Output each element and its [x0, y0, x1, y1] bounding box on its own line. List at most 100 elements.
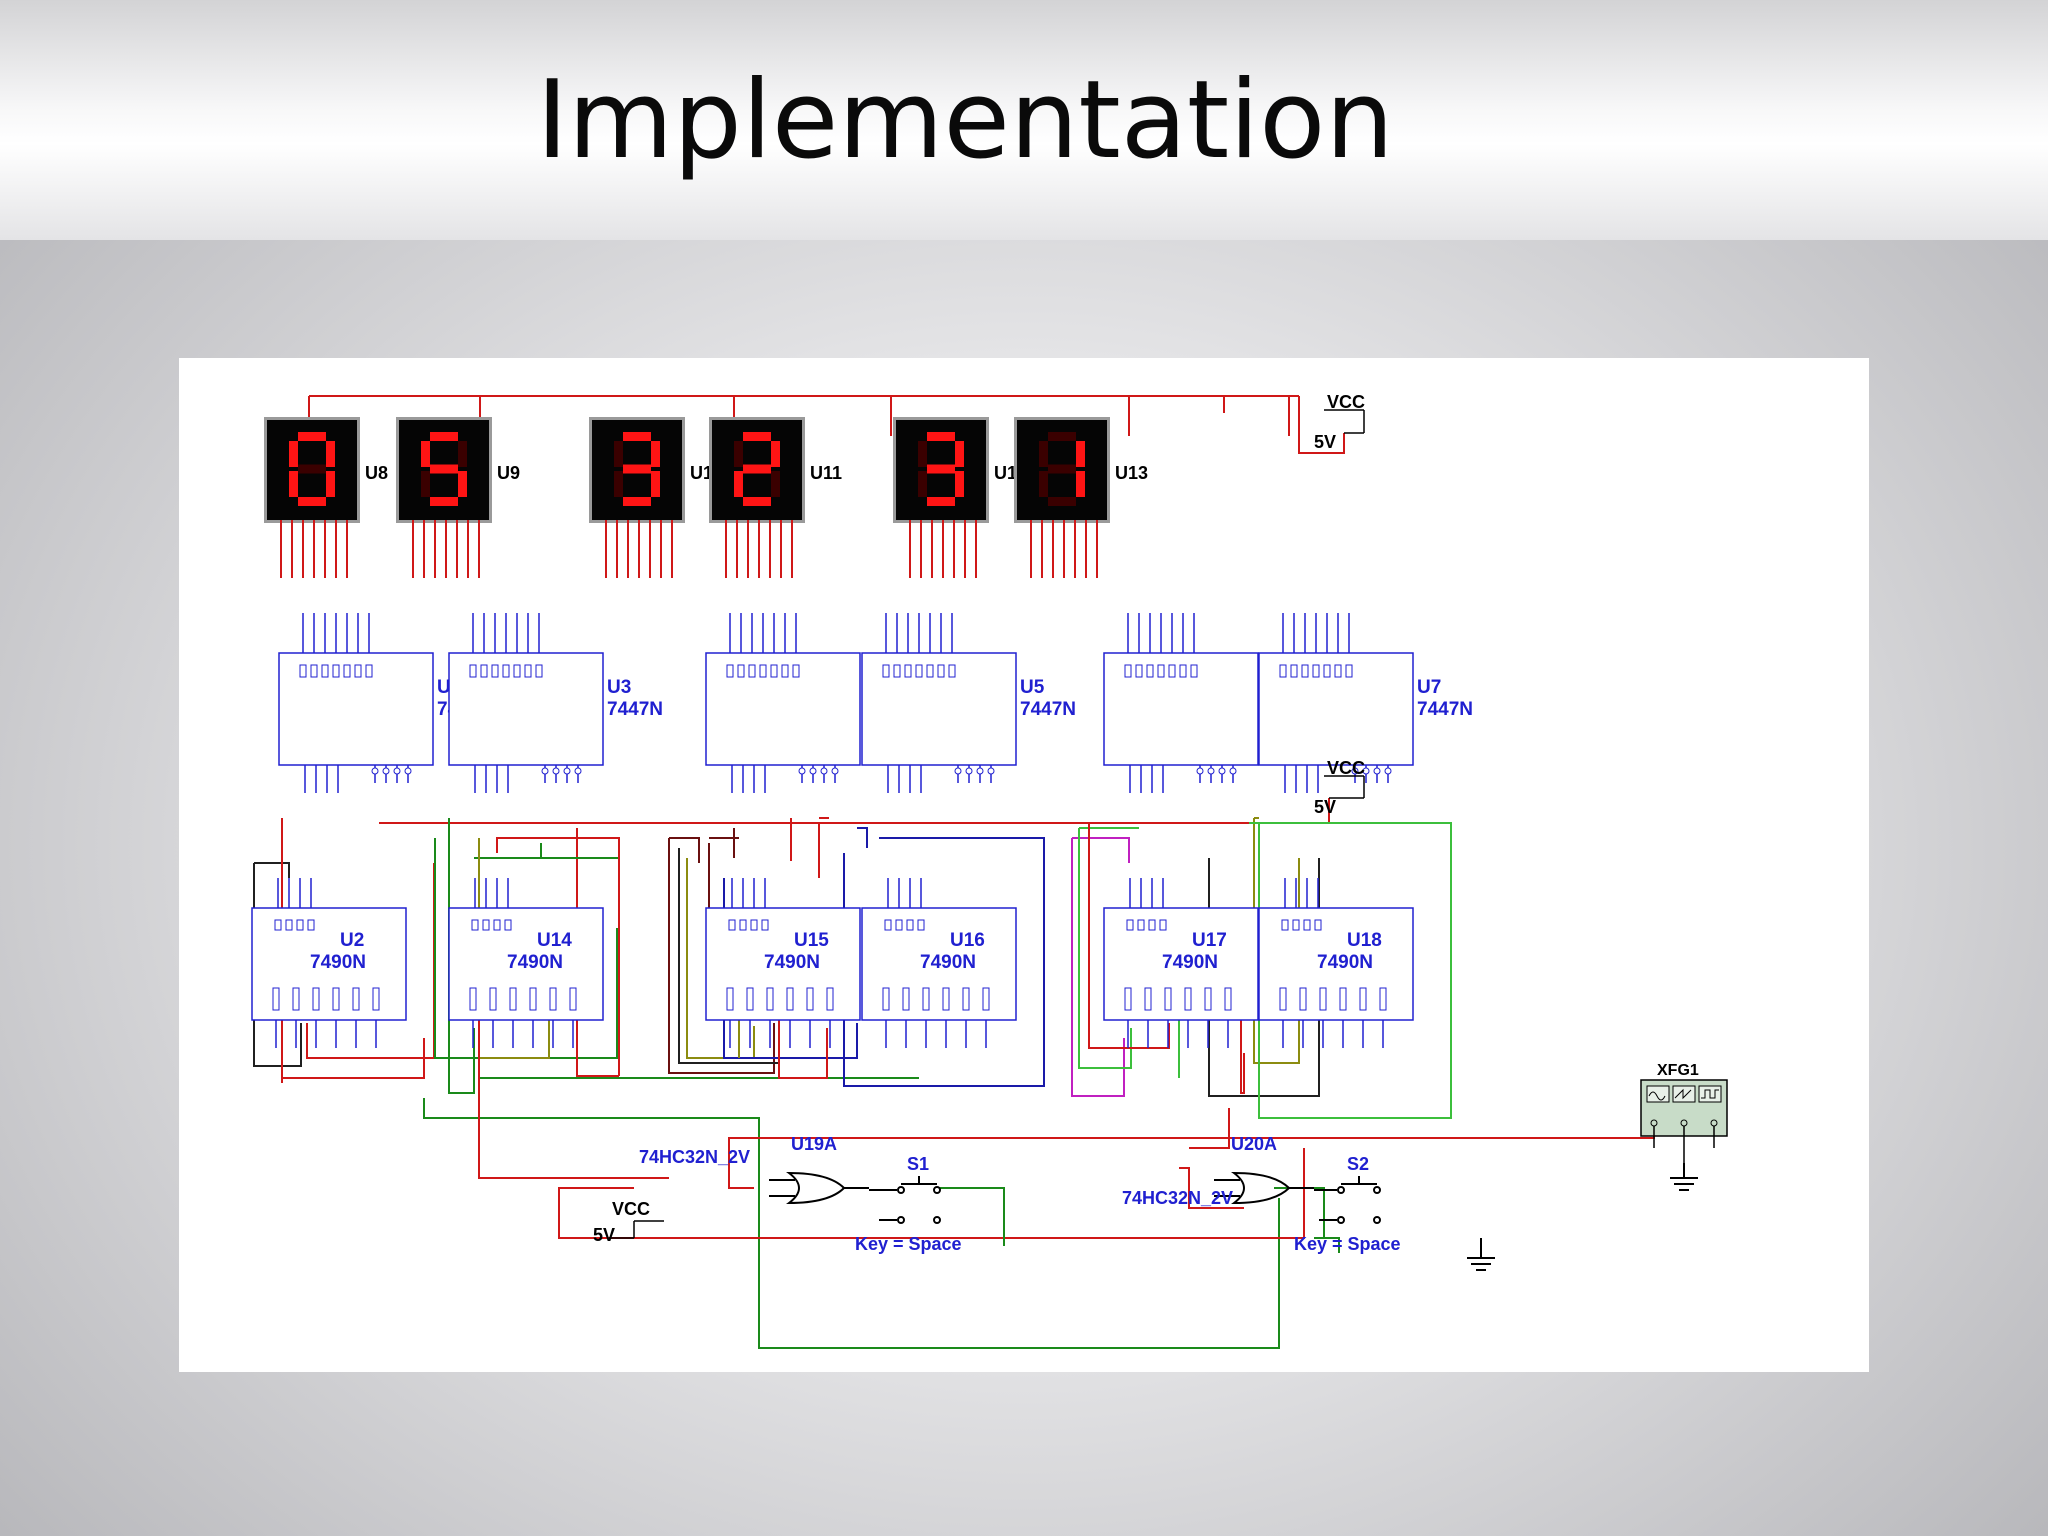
- switch-key-s2: Key = Space: [1294, 1234, 1401, 1254]
- counter-part: 7490N: [764, 952, 820, 973]
- or-gate-u19a: [769, 1171, 869, 1205]
- segment-d: [430, 497, 458, 506]
- segment-b: [771, 441, 780, 467]
- title-bar: [0, 0, 2048, 240]
- counter-ref: U14: [537, 930, 572, 951]
- segment-f: [918, 441, 927, 467]
- segment-f: [289, 441, 298, 467]
- segment-a: [1048, 432, 1076, 441]
- decoder-ref: U3: [607, 677, 631, 698]
- counter-ref: U15: [794, 930, 829, 951]
- segment-a: [623, 432, 651, 441]
- or-gate-u20a: [1214, 1171, 1314, 1205]
- seven-segment-display: [589, 417, 685, 578]
- gate-part-u19a: 74HC32N_2V: [639, 1147, 750, 1167]
- display-ref: U11: [810, 463, 842, 483]
- gate-part-u20a: 74HC32N_2V: [1122, 1188, 1233, 1208]
- decoder-7447n: [1258, 613, 1414, 793]
- counter-7490n: [448, 878, 604, 1048]
- segment-b: [326, 441, 335, 467]
- gate-ref-u20a: U20A: [1231, 1134, 1277, 1154]
- segment-b: [651, 441, 660, 467]
- decoder-part: 7447N: [1020, 699, 1076, 720]
- decoder-ref: U5: [1020, 677, 1045, 698]
- segment-g: [623, 464, 651, 474]
- segment-b: [1076, 441, 1085, 467]
- segment-c: [326, 471, 335, 497]
- segment-c: [955, 471, 964, 497]
- decoder-7447n: [1103, 613, 1259, 793]
- switch-s2[interactable]: [1314, 1176, 1381, 1224]
- switch-s1[interactable]: [869, 1176, 941, 1224]
- segment-e: [289, 471, 298, 497]
- vcc-label-3: VCC: [612, 1199, 650, 1219]
- counter-part: 7490N: [1162, 952, 1218, 973]
- vcc-label-1: VCC: [1327, 392, 1365, 412]
- decoder-part: 7447N: [1417, 699, 1473, 720]
- ground-symbol-1: [1467, 1238, 1495, 1271]
- segment-g: [1048, 464, 1076, 474]
- decoder-ref: U7: [1417, 677, 1441, 698]
- segment-a: [927, 432, 955, 441]
- segment-g: [298, 464, 326, 474]
- counter-7490n: [1258, 878, 1414, 1048]
- decoder-part: 7447N: [607, 699, 663, 720]
- segment-d: [298, 497, 326, 506]
- generator-ref: XFG1: [1657, 1062, 1699, 1079]
- segment-e: [1039, 471, 1048, 497]
- display-ref: U9: [497, 463, 520, 483]
- display-ref: U13: [1115, 463, 1148, 483]
- segment-e: [918, 471, 927, 497]
- segment-b: [458, 441, 467, 467]
- counter-ref: U16: [950, 930, 985, 951]
- segment-e: [614, 471, 623, 497]
- segment-a: [743, 432, 771, 441]
- counter-7490n: [1103, 878, 1259, 1048]
- segment-d: [743, 497, 771, 506]
- counter-7490n: [705, 878, 861, 1048]
- segment-c: [458, 471, 467, 497]
- segment-g: [927, 464, 955, 474]
- vcc-voltage-3: 5V: [593, 1225, 615, 1245]
- seven-segment-display: [1014, 417, 1110, 578]
- vcc-symbol-top: [1324, 409, 1365, 434]
- ground-symbol-2: [1670, 1163, 1698, 1191]
- switch-key-s1: Key = Space: [855, 1234, 962, 1254]
- decoder-7447n: [705, 613, 861, 793]
- decoder-7447n: [278, 613, 434, 793]
- seven-segment-display: [264, 417, 360, 578]
- segment-g: [430, 464, 458, 474]
- counter-part: 7490N: [507, 952, 563, 973]
- counter-7490n: [861, 878, 1017, 1048]
- segment-f: [421, 441, 430, 467]
- segment-g: [743, 464, 771, 474]
- mid-power-rail: [379, 798, 1330, 824]
- switch-ref-s1: S1: [907, 1154, 929, 1174]
- gate-ref-u19a: U19A: [791, 1134, 837, 1154]
- counter-7490n: [251, 878, 407, 1048]
- vcc-symbol-mid: [1324, 775, 1365, 799]
- vcc-symbol-bottom: [609, 1220, 664, 1239]
- segment-a: [298, 432, 326, 441]
- rail-to-vcc: [1298, 396, 1345, 454]
- counter-ref: U2: [340, 930, 364, 951]
- segment-f: [734, 441, 743, 467]
- seven-segment-display: [709, 417, 805, 578]
- segment-a: [430, 432, 458, 441]
- segment-d: [1048, 497, 1076, 506]
- decoder-7447n: [448, 613, 604, 793]
- counter-part: 7490N: [1317, 952, 1373, 973]
- segment-e: [734, 471, 743, 497]
- display-ref: U8: [365, 463, 388, 483]
- segment-f: [1039, 441, 1048, 467]
- vcc-voltage-2: 5V: [1314, 797, 1336, 817]
- counter-ref: U17: [1192, 930, 1227, 951]
- segment-c: [771, 471, 780, 497]
- segment-b: [955, 441, 964, 467]
- seven-segment-display: [893, 417, 989, 578]
- function-generator[interactable]: [1640, 1079, 1728, 1163]
- segment-e: [421, 471, 430, 497]
- segment-c: [651, 471, 660, 497]
